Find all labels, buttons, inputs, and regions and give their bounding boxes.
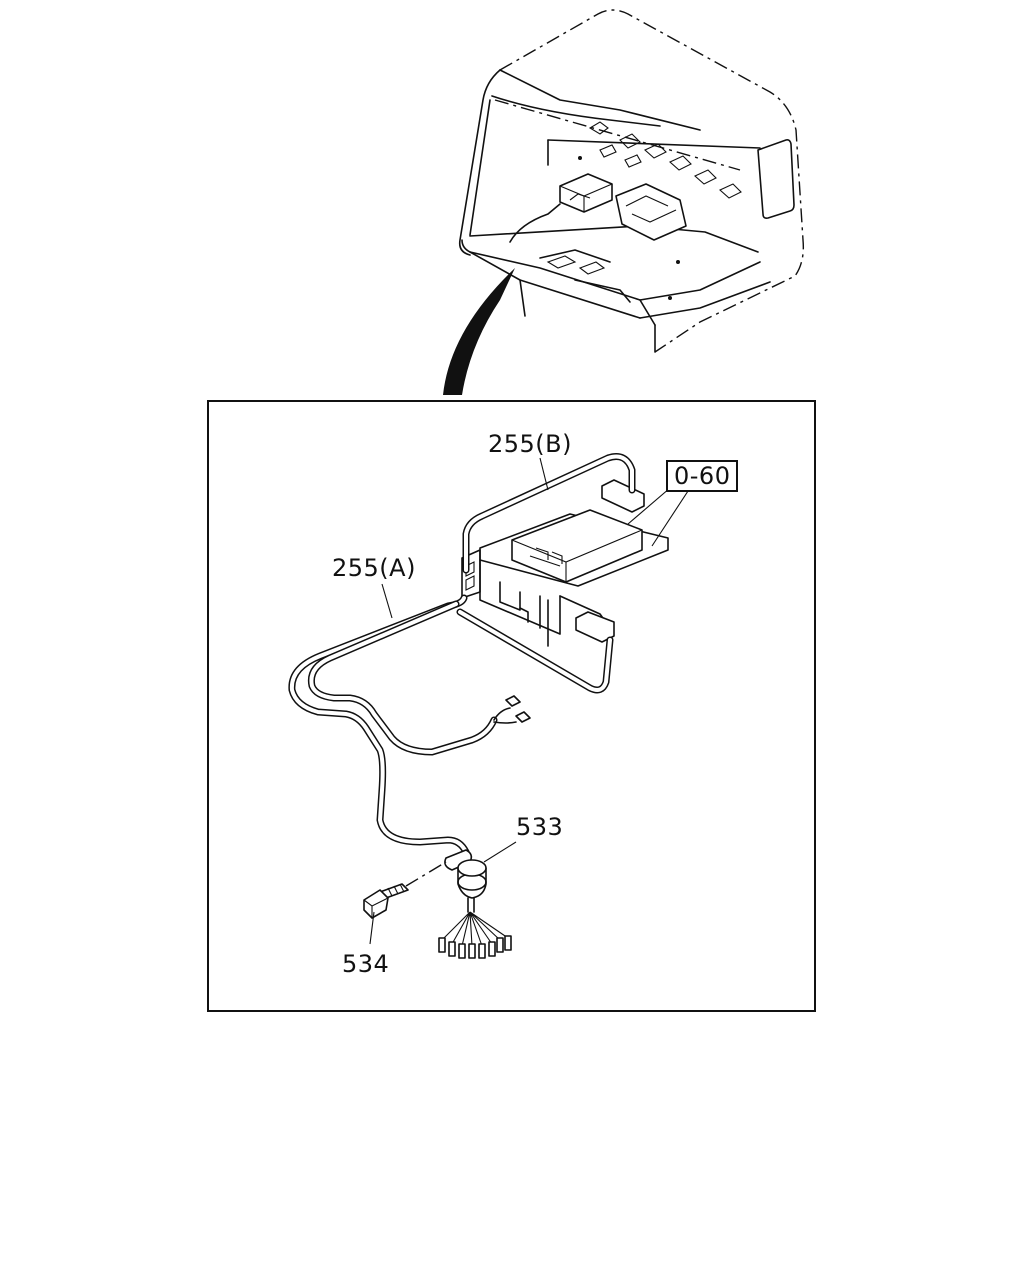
connector-block-lower: [575, 611, 615, 643]
label-section-ref: 0-60: [666, 460, 739, 492]
connector-block-upper: [601, 479, 645, 513]
label-grommet-533: 533: [516, 813, 564, 841]
leader-lines: [369, 457, 691, 945]
control-unit: [511, 509, 643, 583]
bolt-534: [363, 861, 447, 919]
harness-255b: [456, 453, 636, 694]
floor-slots: [588, 121, 742, 199]
label-bolt-534: 534: [342, 950, 390, 978]
callout-pointer: [443, 268, 515, 395]
harness-255a: [288, 594, 531, 872]
detail-frame: [207, 400, 816, 1012]
terminal-cluster: [438, 911, 512, 959]
cab-overview: [458, 9, 805, 353]
label-harness-255a: 255(A): [332, 554, 416, 582]
grommet-533: [444, 849, 487, 913]
label-harness-255b: 255(B): [488, 430, 572, 458]
